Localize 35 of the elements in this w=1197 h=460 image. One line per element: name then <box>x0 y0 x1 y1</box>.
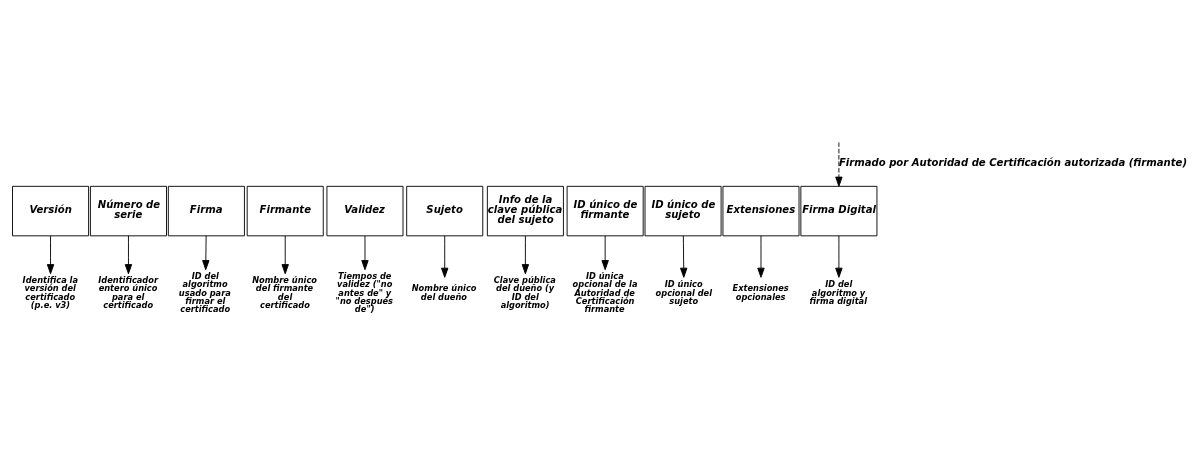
arrow <box>441 235 449 278</box>
arrow <box>202 235 210 271</box>
node-box: Extensiones <box>722 185 800 237</box>
arrow <box>521 235 530 275</box>
node-text: Clave pública del dueño (y ID del algoritmo) <box>493 275 556 310</box>
node-text: Extensiones opcionales <box>732 283 789 302</box>
arrow <box>124 235 133 275</box>
edge-label: Firmado por Autoridad de Certificación autorizada (firmante) <box>838 156 1188 168</box>
arrow <box>601 235 609 271</box>
node-text: Identifica la versión del certificado (p.e. v3) <box>22 275 79 310</box>
arrow <box>680 235 688 278</box>
arrow <box>835 235 843 278</box>
node-box: Número de serie <box>89 185 167 237</box>
node-box: Validez <box>326 185 404 237</box>
node-box: Firma Digital <box>800 185 878 237</box>
node-text: Tiempos de validez ("no antes de" y "no después de") <box>335 271 394 315</box>
arrow <box>281 235 289 275</box>
node-box: Sujeto <box>406 185 484 237</box>
node-text: ID única opcional de la Autoridad de Certificación firmante <box>572 271 638 315</box>
arrow <box>46 235 55 275</box>
node-box: Versión <box>12 185 90 237</box>
node-box: ID único de sujeto <box>644 185 722 237</box>
node-text: Nombre único del firmante del certificado <box>252 275 317 310</box>
node-text: ID del algoritmo usado para firmar el certificado <box>178 271 231 315</box>
arrow <box>835 141 843 187</box>
node-box: ID único de firmante <box>566 185 644 237</box>
arrow <box>361 235 369 271</box>
arrow <box>757 235 765 278</box>
node-text: Nombre único del dueño <box>411 283 477 302</box>
node-text: Identificador entero único para el certificado <box>98 275 159 310</box>
node-text: ID único opcional del sujeto <box>655 279 712 306</box>
node-box: Firmante <box>246 185 324 237</box>
node-box: Firma <box>167 185 245 237</box>
node-box: Info de la clave pública del sujeto <box>486 185 564 237</box>
node-text: ID del algoritmo y firma digital <box>809 279 867 306</box>
